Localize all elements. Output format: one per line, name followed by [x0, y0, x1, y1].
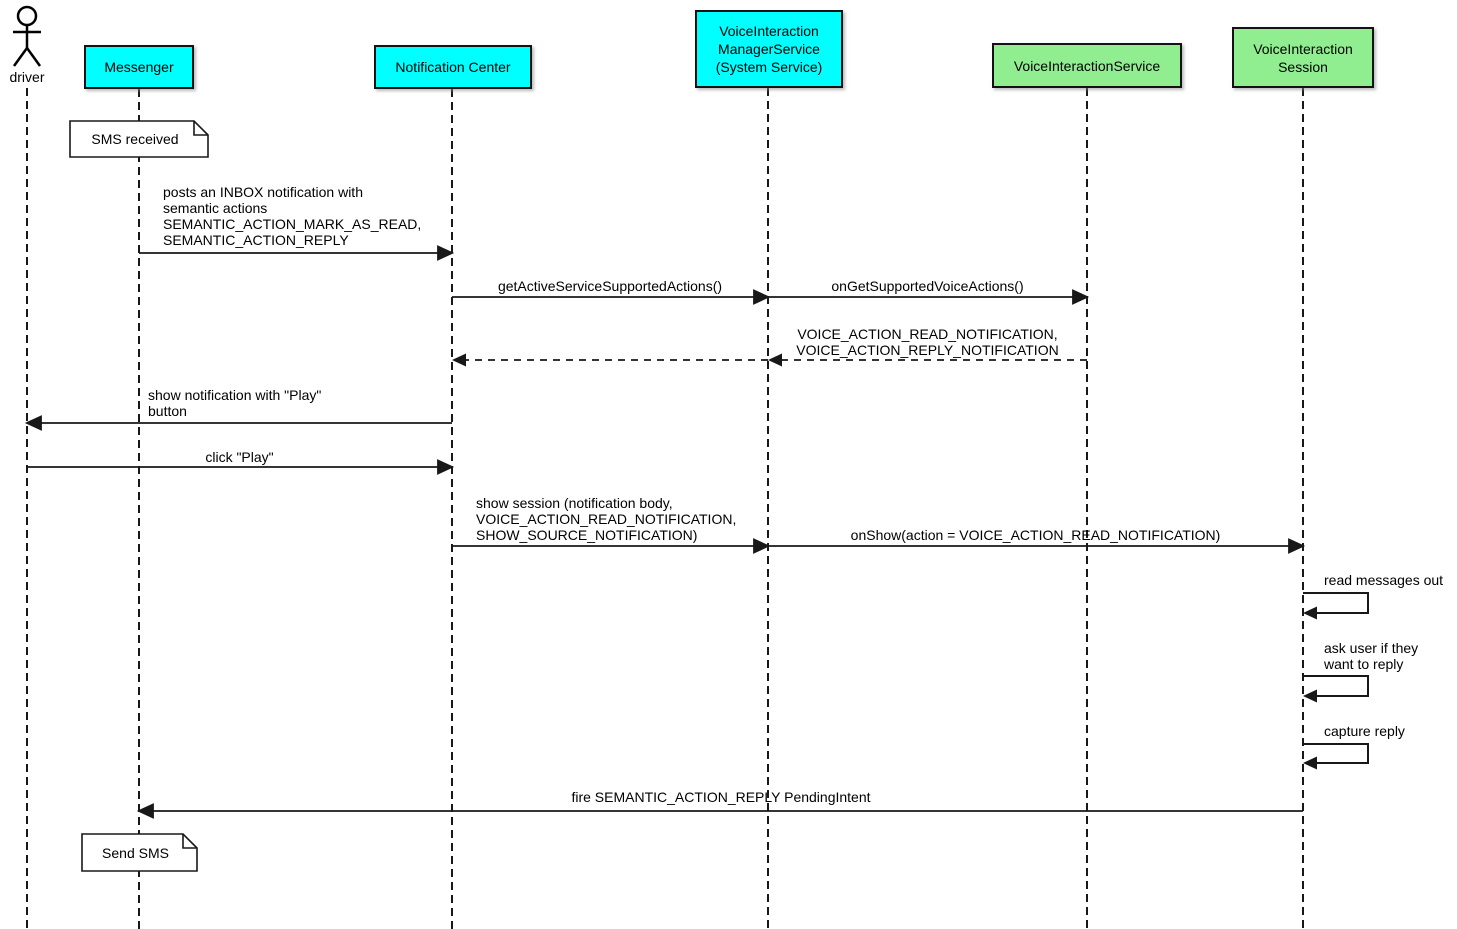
arrow-on-get-supported-voice-actions	[768, 289, 1090, 305]
participant-messenger-label: Messenger	[104, 59, 174, 75]
message-posts-inbox-label: posts an INBOX notification with semanti…	[163, 184, 421, 248]
participant-voice-interaction-service: VoiceInteractionService	[992, 43, 1182, 88]
message-ask-user-reply-line1: ask user if they	[1324, 640, 1419, 656]
message-return-voice-actions-label: VOICE_ACTION_READ_NOTIFICATION, VOICE_AC…	[768, 326, 1087, 358]
note-sms-received-text: SMS received	[91, 131, 179, 147]
arrow-posts-inbox-notification	[139, 245, 455, 261]
message-return-voice-actions-line2: VOICE_ACTION_REPLY_NOTIFICATION	[796, 342, 1059, 358]
note-send-sms-text: Send SMS	[102, 844, 169, 861]
message-ask-user-reply-label: ask user if they want to reply	[1324, 640, 1418, 672]
message-show-notification-line2: button	[148, 403, 187, 419]
message-read-messages-out-label: read messages out	[1324, 572, 1444, 588]
note-send-sms	[81, 833, 198, 872]
message-show-session-line3: SHOW_SOURCE_NOTIFICATION)	[476, 527, 698, 543]
message-click-play-label: click "Play"	[205, 449, 274, 465]
participant-notification-center-label: Notification Center	[395, 59, 511, 75]
message-show-session-line2: VOICE_ACTION_READ_NOTIFICATION,	[476, 511, 737, 527]
arrow-click-play	[27, 459, 455, 475]
participant-session-label-line1: VoiceInteraction	[1253, 40, 1353, 57]
arrow-show-notification-play	[24, 415, 452, 431]
loop-read-messages-out	[1303, 592, 1369, 614]
self-message-loops	[1303, 592, 1369, 764]
arrow-fire-semantic-action-reply	[136, 803, 1303, 819]
message-show-session-label: show session (notification body, VOICE_A…	[476, 495, 736, 543]
arrow-on-show	[768, 538, 1306, 554]
loop-ask-user-reply	[1303, 675, 1369, 697]
self-loop-arrowheads	[1303, 606, 1317, 770]
note-sms-received	[69, 120, 209, 158]
lifelines	[26, 88, 1304, 929]
participant-vims-label-line1: VoiceInteraction	[719, 23, 819, 39]
message-posts-inbox-line2: semantic actions	[163, 200, 268, 216]
message-show-notification-line1: show notification with "Play"	[148, 387, 322, 403]
participant-voice-interaction-manager-service: VoiceInteraction ManagerService (System …	[695, 10, 843, 88]
participant-vis-label: VoiceInteractionService	[1013, 57, 1161, 74]
actor-driver-icon	[12, 5, 42, 67]
participant-notification-center: Notification Center	[374, 45, 532, 89]
message-return-voice-actions-line1: VOICE_ACTION_READ_NOTIFICATION,	[797, 326, 1058, 342]
actor-driver-label: driver	[9, 69, 45, 85]
arrow-get-active-service-supported-actions	[452, 289, 771, 305]
message-posts-inbox-line1: posts an INBOX notification with	[163, 184, 363, 200]
return-arrowheads	[452, 353, 782, 367]
participant-session-label-line2: Session	[1278, 58, 1328, 75]
arrow-show-session	[452, 538, 771, 554]
message-get-active-service-supported-actions-label: getActiveServiceSupportedActions()	[497, 278, 723, 294]
message-posts-inbox-line4: SEMANTIC_ACTION_REPLY	[163, 232, 349, 248]
participant-voice-interaction-session: VoiceInteraction Session	[1232, 27, 1374, 88]
message-on-get-supported-voice-actions-label: onGetSupportedVoiceActions()	[831, 278, 1024, 294]
message-on-show-label: onShow(action = VOICE_ACTION_READ_NOTIFI…	[850, 527, 1221, 543]
notes-shapes	[69, 120, 209, 872]
message-ask-user-reply-line2: want to reply	[1324, 656, 1404, 672]
loop-capture-reply	[1303, 743, 1369, 764]
participant-vims-label-line3: (System Service)	[715, 59, 823, 75]
message-capture-reply-label: capture reply	[1324, 723, 1405, 739]
message-arrows	[24, 245, 1306, 819]
participant-messenger: Messenger	[84, 45, 194, 89]
message-show-session-line1: show session (notification body,	[476, 495, 673, 511]
message-posts-inbox-line3: SEMANTIC_ACTION_MARK_AS_READ,	[163, 216, 422, 232]
message-fire-semantic-action-reply-label: fire SEMANTIC_ACTION_REPLY PendingIntent	[571, 789, 871, 805]
message-show-notification-label: show notification with "Play" button	[148, 387, 321, 419]
participant-vims-label-line2: ManagerService	[718, 41, 820, 57]
